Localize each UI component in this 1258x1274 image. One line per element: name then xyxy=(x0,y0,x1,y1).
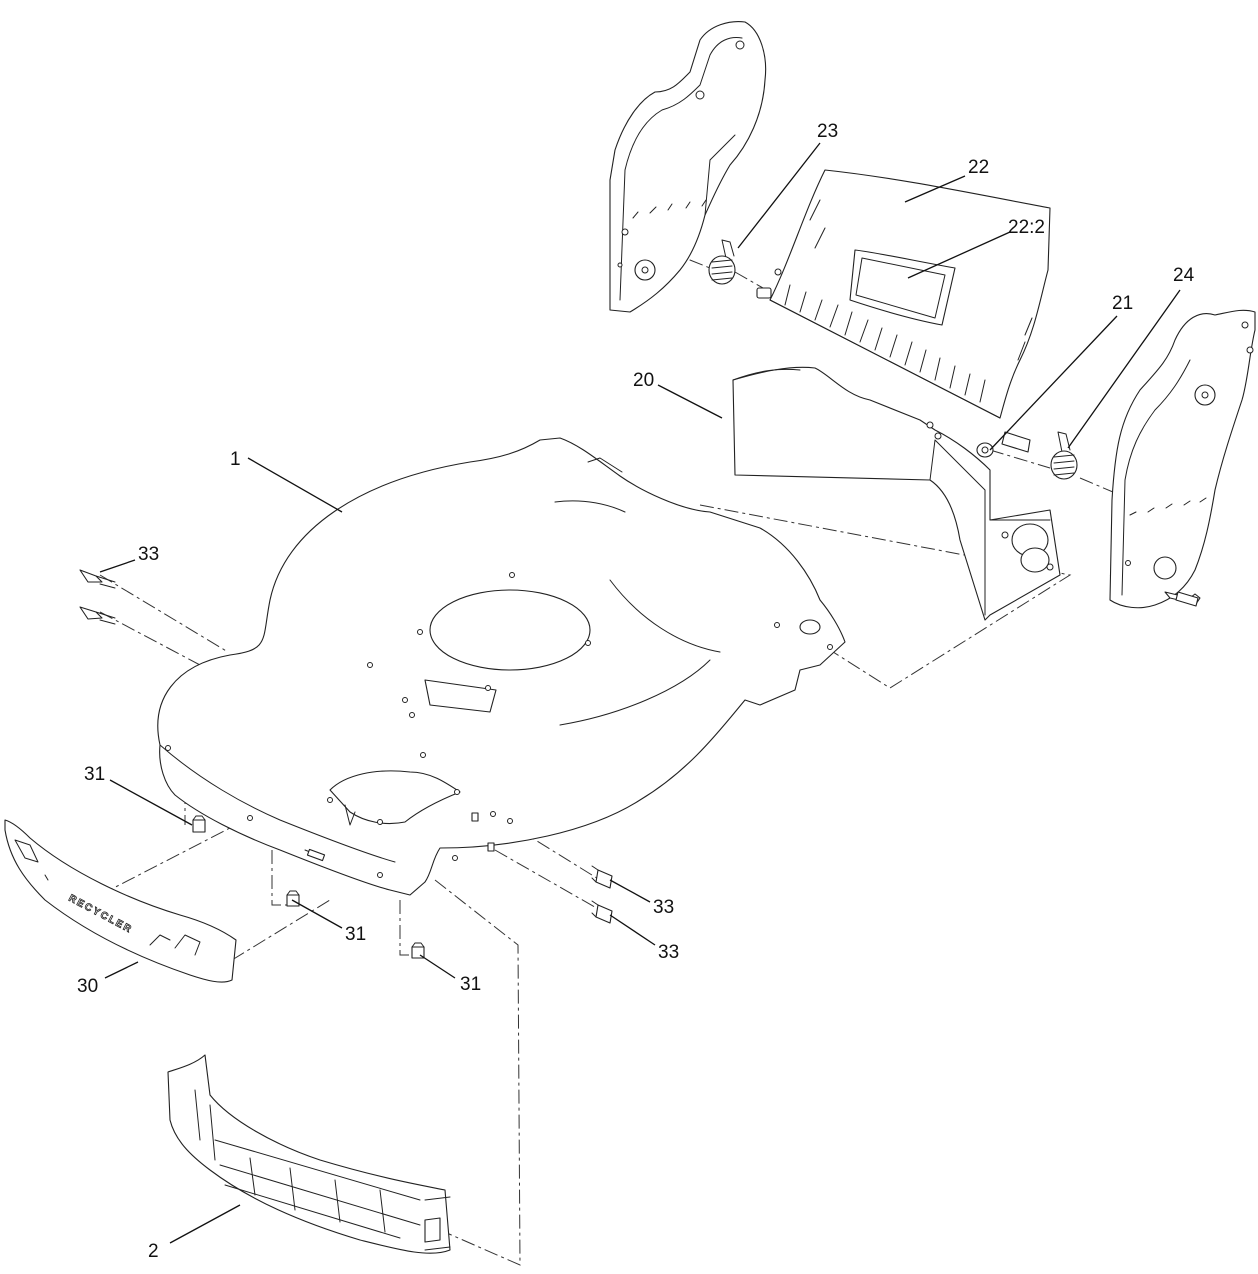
carriage-bolt-2 xyxy=(286,890,300,907)
left-torsion-spring xyxy=(708,239,736,285)
callout-2: 2 xyxy=(148,1241,159,1262)
callout-33-a: 33 xyxy=(138,544,159,565)
callout-33-c: 33 xyxy=(658,942,679,963)
flange-bolt-5 xyxy=(1175,591,1199,607)
mulch-plug xyxy=(167,1054,451,1254)
callout-30: 30 xyxy=(77,976,98,997)
front-bumper: RECYCLER xyxy=(4,819,237,983)
leader-lines xyxy=(99,142,1181,1244)
callout-22: 22 xyxy=(968,157,989,178)
callout-22-2: 22:2 xyxy=(1008,217,1045,238)
callout-24: 24 xyxy=(1173,265,1195,286)
callout-33-b: 33 xyxy=(653,897,674,918)
callout-labels: 1 2 20 21 22 22:2 23 24 30 31 31 31 33 3… xyxy=(77,121,1195,1262)
flange-bolt-1 xyxy=(79,569,116,589)
callout-31-a: 31 xyxy=(84,764,105,785)
right-height-bracket xyxy=(1109,309,1256,609)
callout-23: 23 xyxy=(817,121,838,142)
callout-1: 1 xyxy=(230,449,241,470)
rear-flap xyxy=(756,169,1051,419)
axle-rod xyxy=(976,431,1031,458)
flange-bolt-3 xyxy=(591,865,613,889)
carriage-bolt-1 xyxy=(192,815,206,833)
rear-baffle xyxy=(732,366,1061,621)
callout-31-c: 31 xyxy=(460,974,481,995)
callout-21: 21 xyxy=(1112,293,1133,314)
callout-31-b: 31 xyxy=(345,924,366,945)
callout-20: 20 xyxy=(633,370,654,391)
left-height-bracket xyxy=(609,21,767,313)
right-torsion-spring xyxy=(1050,431,1078,480)
flange-bolt-2 xyxy=(79,606,116,625)
mower-deck xyxy=(157,437,846,896)
flange-bolt-4 xyxy=(591,900,613,924)
